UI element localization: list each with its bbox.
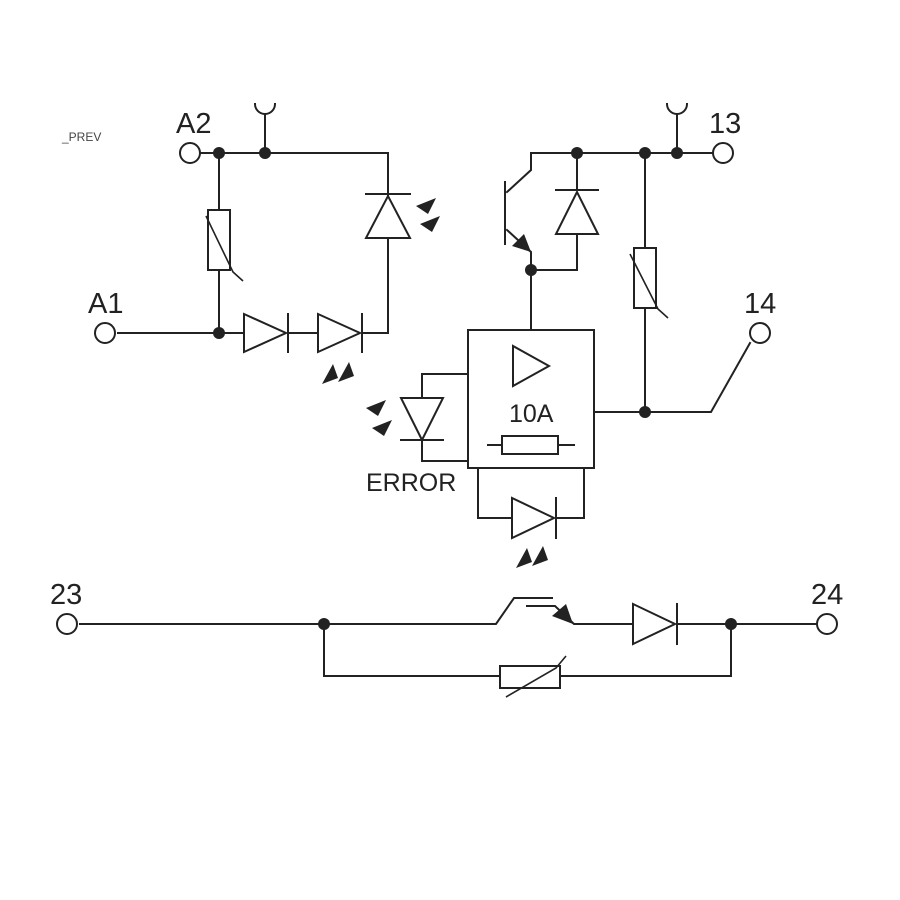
label-24: 24 bbox=[811, 579, 843, 611]
diode-freewheel bbox=[554, 189, 600, 235]
label-a2: A2 bbox=[176, 108, 211, 140]
terminal-14 bbox=[749, 322, 771, 344]
label-14: 14 bbox=[744, 288, 776, 320]
error-label: ERROR bbox=[366, 469, 456, 497]
transistor bbox=[504, 152, 532, 331]
switch-arrow bbox=[552, 604, 573, 624]
terminal-a2 bbox=[179, 142, 201, 164]
varistor-bottom-wire bbox=[323, 623, 732, 677]
terminal-13 bbox=[712, 142, 734, 164]
amplifier-symbol bbox=[512, 344, 552, 388]
output-circuit-13-14: 13 14 bbox=[504, 102, 776, 418]
corner-tag: _PREV bbox=[61, 130, 101, 144]
junction bbox=[671, 147, 683, 159]
fuse-rating-label: 10A bbox=[509, 400, 554, 428]
diode-a1-1 bbox=[243, 312, 289, 354]
junction bbox=[213, 147, 225, 159]
led-output-status bbox=[511, 496, 557, 568]
varistor-bottom bbox=[499, 655, 567, 698]
output-14-wire bbox=[593, 341, 752, 413]
input-circuit: A2 A1 bbox=[88, 102, 440, 384]
output-circuit-23-24: 23 24 bbox=[50, 579, 843, 698]
terminal-24 bbox=[816, 613, 838, 635]
junction bbox=[639, 147, 651, 159]
fuse-symbol bbox=[487, 435, 575, 455]
freewheel-wire bbox=[530, 152, 578, 271]
led-a1-2 bbox=[317, 312, 363, 384]
label-a1: A1 bbox=[88, 288, 123, 320]
line-23-wire bbox=[79, 597, 553, 625]
label-13: 13 bbox=[709, 108, 741, 140]
error-led-wire bbox=[421, 373, 469, 462]
control-block: 10A ERROR bbox=[366, 329, 595, 568]
junction bbox=[259, 147, 271, 159]
junction bbox=[725, 618, 737, 630]
bottom-led-wire bbox=[477, 467, 585, 519]
terminal-23 bbox=[56, 613, 78, 635]
junction bbox=[318, 618, 330, 630]
junction bbox=[213, 327, 225, 339]
label-23: 23 bbox=[50, 579, 82, 611]
led-error bbox=[366, 397, 445, 443]
varistor-right bbox=[629, 247, 669, 319]
a2-rail-wire bbox=[199, 152, 389, 197]
ground-symbol-left bbox=[253, 102, 277, 115]
junction bbox=[639, 406, 651, 418]
led-input-status bbox=[364, 193, 440, 239]
terminal-a1 bbox=[94, 322, 116, 344]
ground-symbol-right bbox=[665, 102, 689, 115]
diode-24 bbox=[632, 602, 678, 646]
control-box bbox=[467, 329, 595, 469]
junction bbox=[525, 264, 537, 276]
junction bbox=[571, 147, 583, 159]
varistor-left bbox=[205, 209, 244, 282]
